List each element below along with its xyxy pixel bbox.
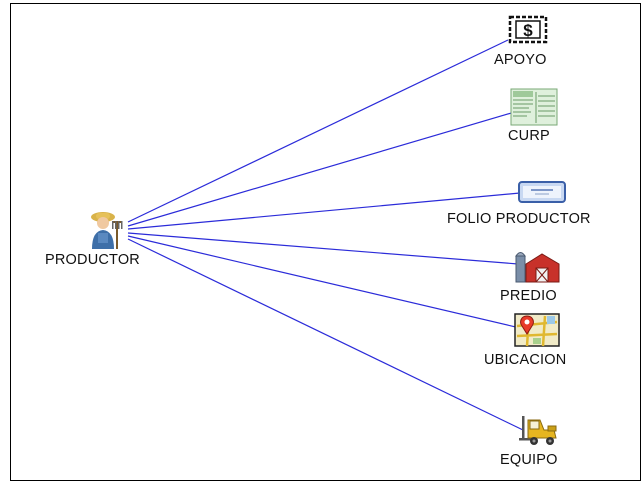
diagram-frame bbox=[10, 3, 641, 481]
node-ubicacion[interactable] bbox=[513, 312, 561, 348]
node-folio-productor[interactable] bbox=[517, 180, 567, 204]
node-productor[interactable] bbox=[86, 209, 130, 251]
map-pin-icon bbox=[514, 313, 560, 347]
node-equipo[interactable] bbox=[518, 414, 562, 446]
node-label-apoyo: APOYO bbox=[494, 52, 547, 68]
dollar-bill-icon: $ bbox=[508, 15, 548, 44]
document-form-icon bbox=[510, 88, 558, 126]
node-label-productor: PRODUCTOR bbox=[45, 252, 140, 268]
edge-productor-equipo bbox=[127, 238, 524, 431]
node-label-curp: CURP bbox=[508, 128, 550, 144]
barn-silo-icon bbox=[515, 252, 560, 283]
farmer-icon bbox=[91, 212, 123, 249]
edge-productor-apoyo bbox=[127, 39, 509, 223]
node-curp[interactable] bbox=[509, 88, 559, 126]
edge-productor-predio bbox=[127, 232, 519, 265]
edge-productor-curp bbox=[127, 110, 519, 227]
id-card-icon bbox=[518, 181, 566, 203]
forklift-icon bbox=[519, 416, 557, 445]
edge-productor-ubicacion bbox=[127, 235, 521, 329]
node-label-folio-productor: FOLIO PRODUCTOR bbox=[447, 211, 591, 227]
node-apoyo[interactable]: $ bbox=[507, 14, 549, 46]
node-label-equipo: EQUIPO bbox=[500, 452, 558, 468]
svg-text:$: $ bbox=[523, 21, 533, 40]
edge-productor-folio bbox=[127, 192, 521, 230]
node-label-predio: PREDIO bbox=[500, 288, 557, 304]
node-label-ubicacion: UBICACION bbox=[484, 352, 567, 368]
node-predio[interactable] bbox=[514, 248, 562, 284]
